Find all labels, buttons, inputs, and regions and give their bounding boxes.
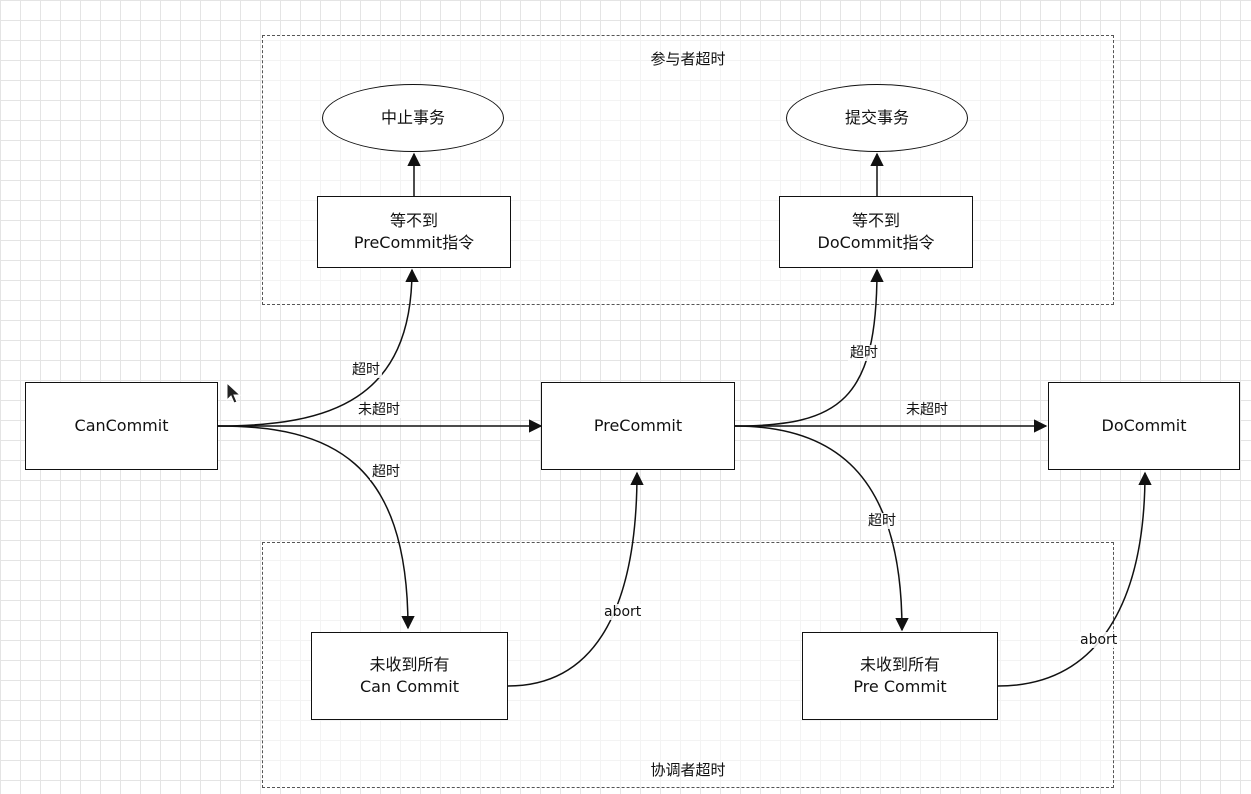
precommit-label: PreCommit xyxy=(593,416,683,435)
edge-precommit-to-wait-docommit xyxy=(734,268,884,427)
precommit-node: PreCommit xyxy=(541,382,735,470)
docommit-label: DoCommit xyxy=(1101,416,1187,435)
missing-precommit-line1: 未收到所有 xyxy=(859,655,940,674)
wait-precommit-line1: 等不到 xyxy=(389,211,438,230)
commit-transaction-label: 提交事务 xyxy=(844,108,909,127)
participant-timeout-title: 参与者超时 xyxy=(650,50,726,68)
commit-transaction-node: 提交事务 xyxy=(786,84,968,152)
cancommit-label: CanCommit xyxy=(74,416,169,435)
edge-label-timeout-down-2: 超时 xyxy=(866,513,898,529)
wait-precommit-line2: PreCommit指令 xyxy=(353,233,475,252)
docommit-node: DoCommit xyxy=(1048,382,1240,470)
missing-cancommit-node: 未收到所有 Can Commit xyxy=(311,632,508,720)
wait-docommit-line2: DoCommit指令 xyxy=(817,233,935,252)
cancommit-node: CanCommit xyxy=(25,382,218,470)
edge-label-not-timeout-2: 未超时 xyxy=(904,402,950,418)
edge-label-timeout-up-2: 超时 xyxy=(848,345,880,361)
missing-cancommit-line1: 未收到所有 xyxy=(369,655,450,674)
abort-transaction-node: 中止事务 xyxy=(322,84,504,152)
edge-missing-precommit-to-docommit xyxy=(997,471,1152,687)
edge-label-abort-1: abort xyxy=(602,604,644,620)
missing-precommit-line2: Pre Commit xyxy=(853,677,947,696)
missing-precommit-node: 未收到所有 Pre Commit xyxy=(802,632,998,720)
edge-missing-cancommit-to-precommit xyxy=(507,471,644,687)
edge-precommit-to-missing-precommit xyxy=(734,425,909,632)
edge-label-timeout-down-1: 超时 xyxy=(370,464,402,480)
mouse-pointer-icon xyxy=(226,382,242,404)
edge-label-timeout-up-1: 超时 xyxy=(350,362,382,378)
edge-cancommit-to-wait-precommit xyxy=(217,268,419,427)
wait-precommit-node: 等不到 PreCommit指令 xyxy=(317,196,511,268)
abort-transaction-label: 中止事务 xyxy=(380,108,445,127)
edge-cancommit-to-missing-cancommit xyxy=(217,425,415,630)
edge-label-abort-2: abort xyxy=(1078,632,1120,648)
coordinator-timeout-title: 协调者超时 xyxy=(650,761,726,779)
edge-label-not-timeout-1: 未超时 xyxy=(356,402,402,418)
wait-docommit-line1: 等不到 xyxy=(851,211,900,230)
wait-docommit-node: 等不到 DoCommit指令 xyxy=(779,196,973,268)
missing-cancommit-line2: Can Commit xyxy=(359,677,460,696)
